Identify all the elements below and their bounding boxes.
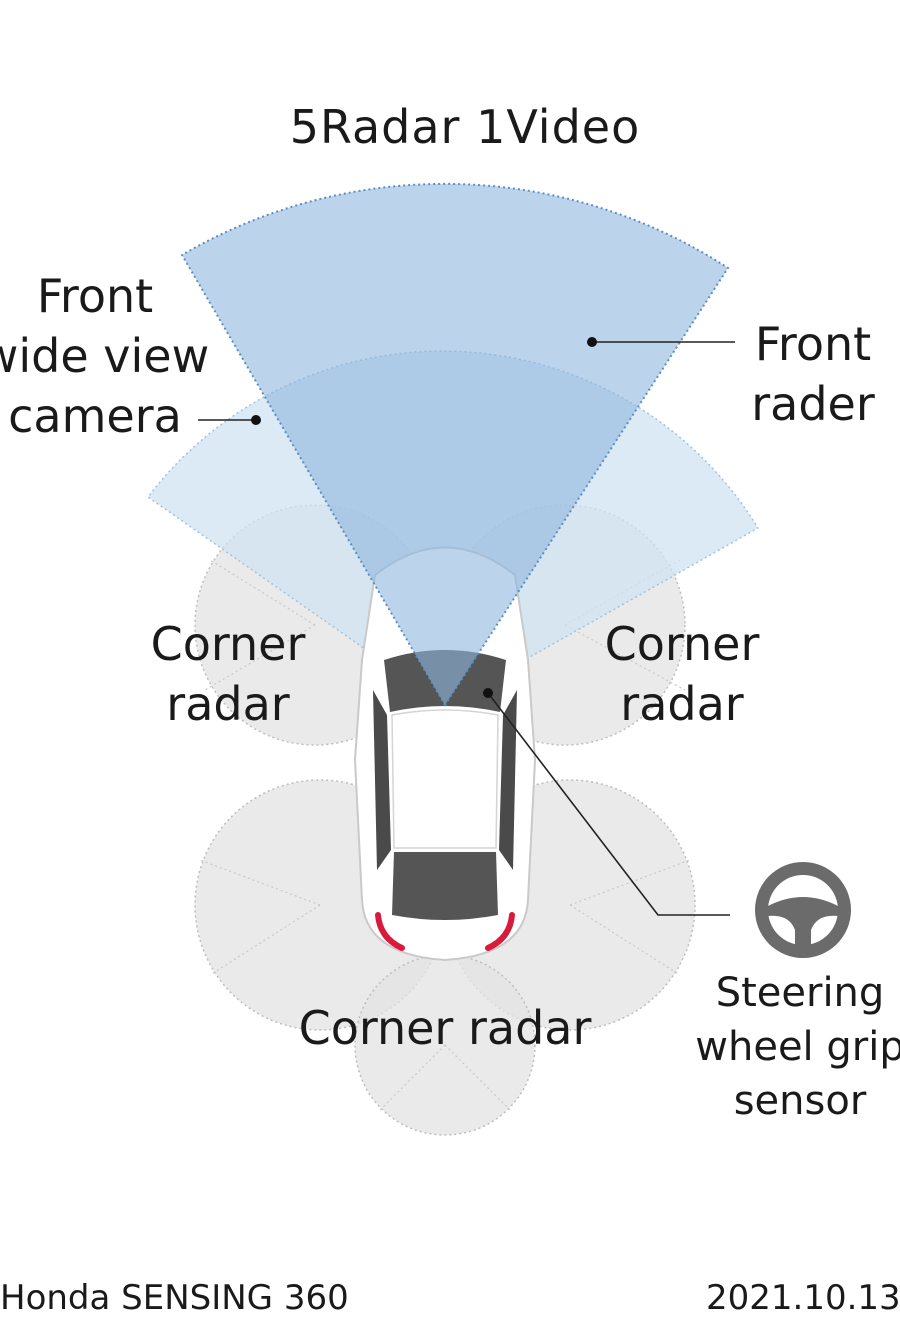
leader-dots [251,337,597,698]
diagram-title: 5Radar 1Video [289,100,641,154]
car-rear-window [392,852,498,920]
car-top-view [353,546,537,962]
tail-light-right [485,912,515,951]
camera-label: Front wide view camera [0,269,210,443]
tail-light-left [375,912,405,951]
car-right-windows [499,690,517,870]
corner-radar-left-label: Corner radar [150,617,306,731]
steering-wheel-icon [755,862,851,958]
steering-sensor-label: Steering wheel grip sensor [695,970,900,1124]
car-roof [391,709,499,849]
footer-date: 2021.10.13 [706,1278,900,1318]
car-left-windows [373,690,391,870]
corner-radar-right-label: Corner radar [604,617,760,731]
front-radar-coverage [180,182,730,707]
footer-title: Honda SENSING 360 [0,1278,349,1318]
leader-lines [198,341,735,916]
front-radar-label: Front rader [751,317,875,431]
steering-leader [487,692,730,916]
corner-radar-rear-label: Corner radar [298,1001,592,1055]
